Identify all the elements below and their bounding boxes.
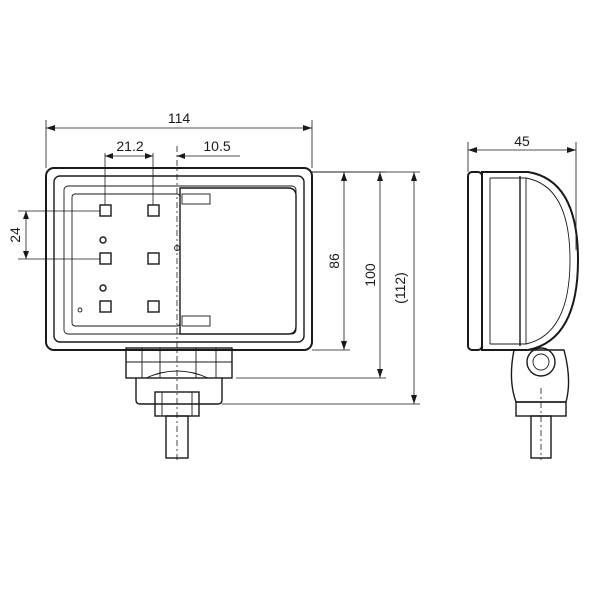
front-dimensions: 114 21.2 10.5 24 86 100 xyxy=(7,110,420,405)
led-square xyxy=(99,300,112,313)
dim-overall-height-label: (112) xyxy=(392,272,408,304)
led-square xyxy=(147,252,160,265)
side-dimensions: 45 xyxy=(467,133,577,250)
lens-right-panel xyxy=(179,187,297,335)
side-bezel xyxy=(467,171,483,351)
bracket-arc xyxy=(145,370,209,379)
dim-width-label: 114 xyxy=(168,110,191,126)
panel-tab-top xyxy=(181,193,211,205)
dim-center-offset-label: 10.5 xyxy=(203,138,230,154)
mount-hole xyxy=(77,307,83,313)
dim-height-bracket-label: 100 xyxy=(362,263,378,287)
side-body xyxy=(481,171,580,351)
led-square xyxy=(99,252,112,265)
mount-hole xyxy=(99,284,107,292)
mount-hole xyxy=(99,236,107,244)
mount-bolt xyxy=(165,415,189,459)
side-view xyxy=(467,171,580,460)
lens-left-panel xyxy=(71,193,181,327)
side-bolt xyxy=(530,415,552,459)
dim-depth-label: 45 xyxy=(514,133,530,149)
led-square xyxy=(147,204,160,217)
bracket-block xyxy=(125,347,233,379)
side-pivot-outer xyxy=(526,347,556,377)
dim-row-spacing-label: 24 xyxy=(7,227,23,243)
front-view xyxy=(45,146,313,460)
side-pivot-inner xyxy=(532,353,550,371)
dim-led-spacing-label: 21.2 xyxy=(116,138,143,154)
side-body-inner xyxy=(490,177,571,345)
dim-housing-height-label: 86 xyxy=(326,253,342,269)
panel-tab-bottom xyxy=(181,315,211,327)
led-square xyxy=(147,300,160,313)
led-square xyxy=(99,204,112,217)
bracket-foot xyxy=(135,378,223,405)
